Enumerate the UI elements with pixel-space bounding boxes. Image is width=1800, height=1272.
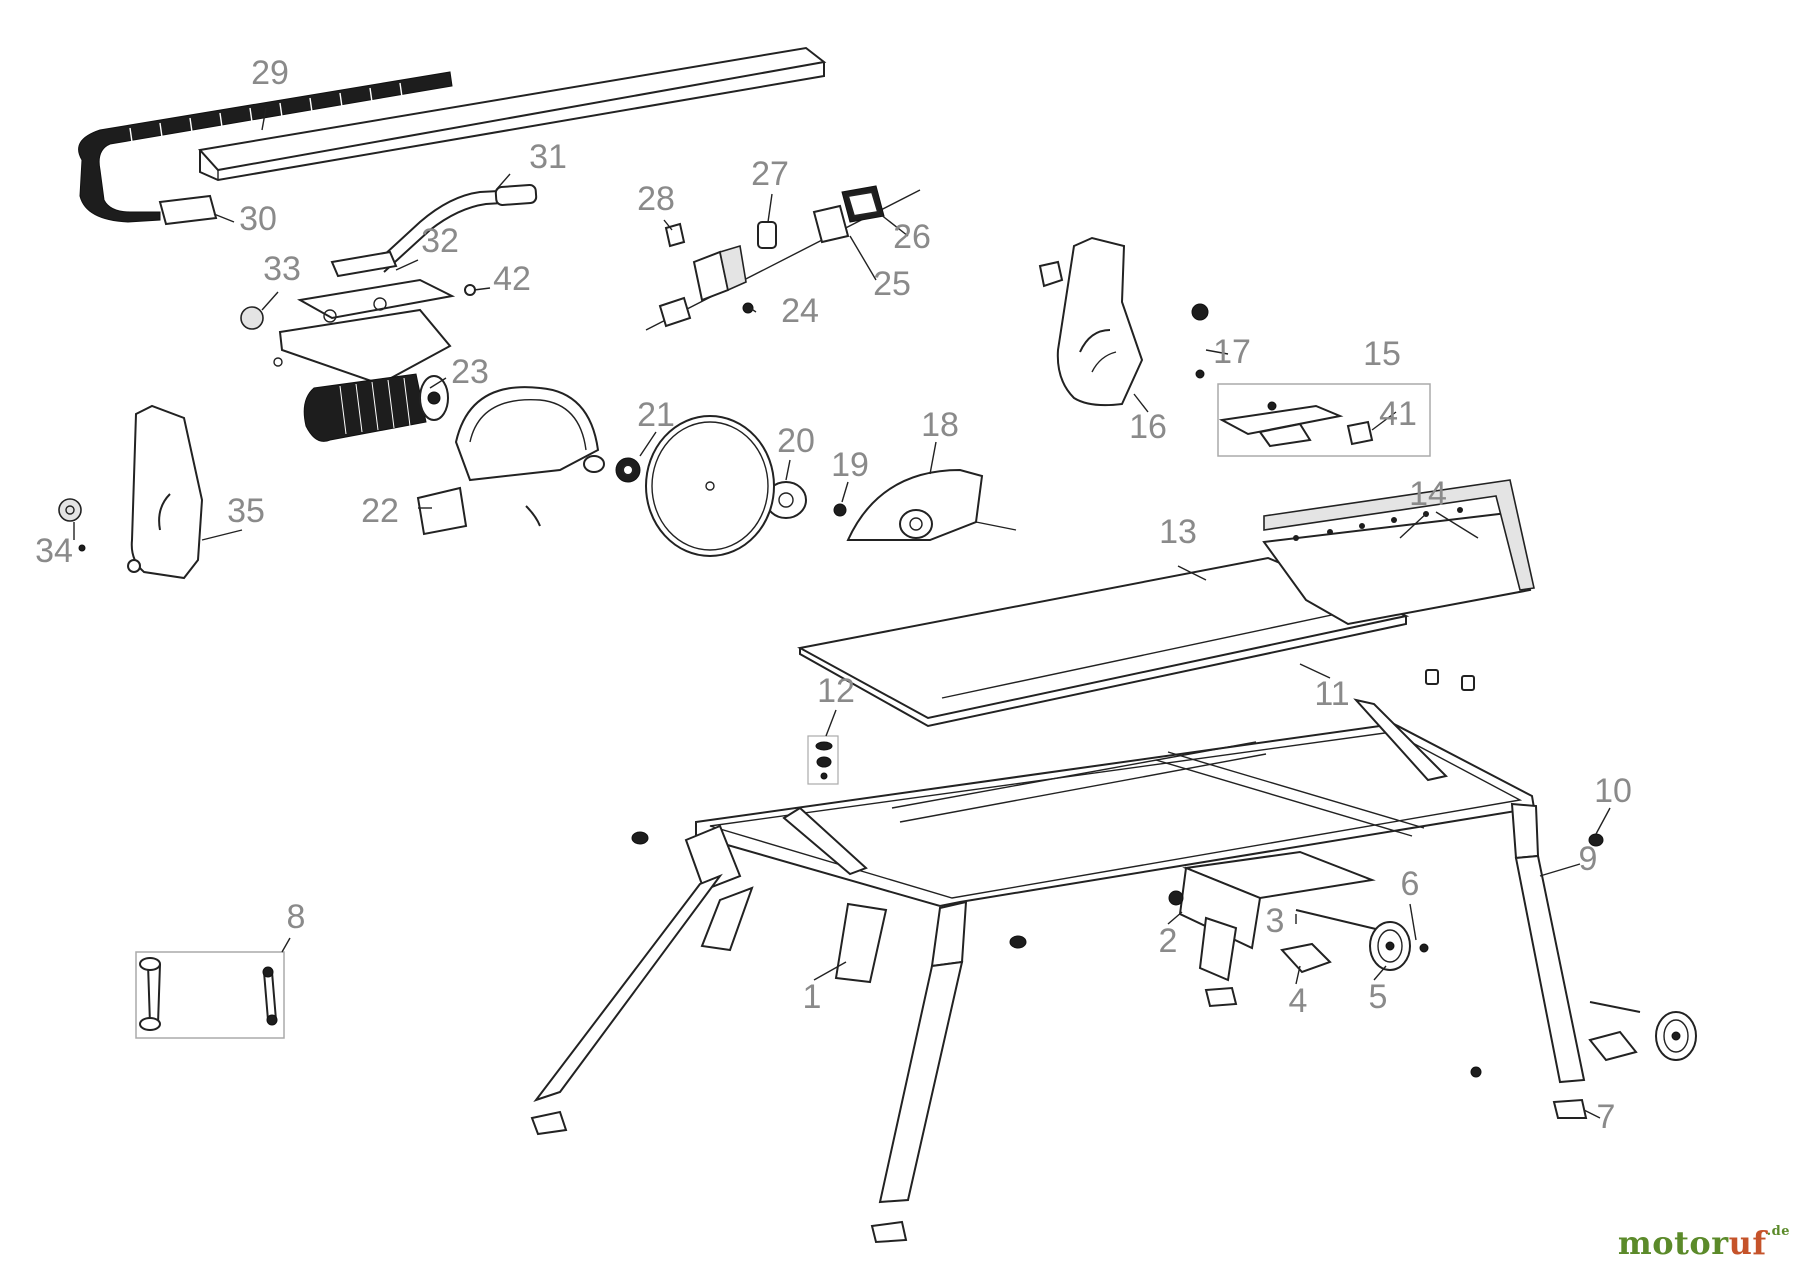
callout-21: 21 (637, 396, 675, 434)
blade-guard (416, 386, 600, 536)
callout-23: 23 (451, 353, 489, 391)
side-extension-and-wheel (1168, 850, 1697, 1078)
callout-13: 13 (1159, 513, 1197, 551)
callout-4: 4 (1289, 982, 1308, 1020)
callout-1: 1 (803, 978, 822, 1016)
callout-28: 28 (637, 180, 675, 218)
table-frame (530, 698, 1604, 1244)
brand-suffix: .de (1766, 1224, 1790, 1239)
callout-17: 17 (1213, 333, 1251, 371)
part-12-bolt (807, 735, 839, 785)
handle-bar (330, 184, 538, 278)
clamp-block-assembly (645, 185, 921, 331)
callout-7: 7 (1597, 1098, 1616, 1136)
callout-14: 14 (1409, 475, 1447, 513)
callout-10: 10 (1594, 772, 1632, 810)
callout-33: 33 (263, 250, 301, 288)
brand-logo: motoruf.de (1618, 1224, 1790, 1262)
callout-16: 16 (1129, 408, 1167, 446)
callout-32: 32 (421, 222, 459, 260)
callout-8: 8 (287, 898, 306, 936)
callout-19: 19 (831, 446, 869, 484)
front-blade-guard (846, 468, 1017, 541)
table-top (797, 479, 1535, 728)
callout-11: 11 (1314, 675, 1349, 713)
left-side-plate (58, 404, 204, 580)
callout-6: 6 (1401, 865, 1420, 903)
callout-3: 3 (1266, 902, 1285, 940)
callout-25: 25 (873, 265, 911, 303)
callout-9: 9 (1579, 840, 1598, 878)
brand-part2: uf (1728, 1224, 1767, 1262)
part-15-box (1217, 383, 1431, 457)
flange-parts (583, 455, 847, 519)
callout-42: 42 (493, 260, 531, 298)
callout-5: 5 (1369, 978, 1388, 1016)
callout-24: 24 (781, 292, 819, 330)
rail-and-cable-chain (78, 46, 827, 226)
callout-35: 35 (227, 492, 265, 530)
motor (303, 373, 449, 442)
callout-29: 29 (251, 54, 289, 92)
callout-27: 27 (751, 155, 789, 193)
part-8-tools (135, 951, 285, 1039)
callout-41: 41 (1379, 395, 1417, 433)
saw-blade (645, 415, 775, 557)
carriage-assembly (240, 278, 476, 386)
leader-lines (73, 107, 1611, 1119)
callout-18: 18 (921, 406, 959, 444)
right-side-plate (1038, 236, 1209, 407)
callout-30: 30 (239, 200, 277, 238)
callout-26: 26 (893, 218, 931, 256)
callout-34: 34 (35, 532, 73, 570)
callout-2: 2 (1159, 922, 1178, 960)
callout-15: 15 (1363, 335, 1401, 373)
brand-part1: motor (1617, 1224, 1729, 1262)
callout-12: 12 (817, 672, 855, 710)
callout-20: 20 (777, 422, 815, 460)
callout-22: 22 (361, 492, 399, 530)
callout-31: 31 (529, 138, 567, 176)
